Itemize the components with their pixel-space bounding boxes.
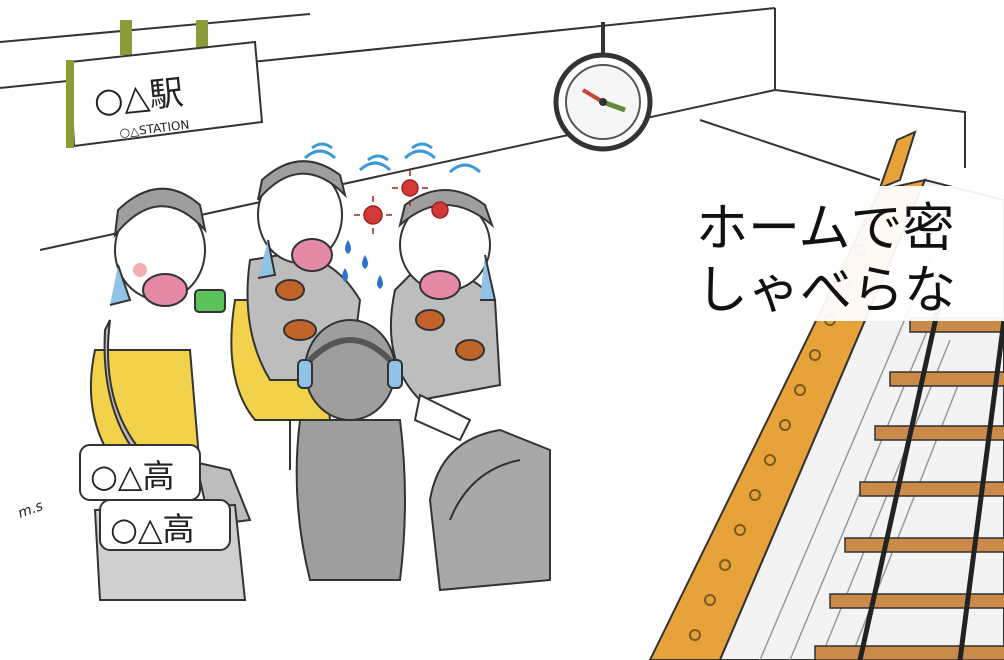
railway-track <box>814 299 1004 660</box>
artist-signature: m.s <box>16 498 45 522</box>
caption-line-1: ホームで密 <box>696 199 955 259</box>
droplet-icons <box>342 240 383 289</box>
virus-icon <box>354 170 449 234</box>
bag-right <box>428 428 551 592</box>
student-right <box>389 189 502 442</box>
bag-label-2: ○△高 <box>110 510 195 548</box>
chatter-lines <box>303 142 482 174</box>
student-back <box>295 319 406 581</box>
bag-label-1: ○△高 <box>90 457 175 495</box>
student-left <box>103 187 252 527</box>
station-sign-kanji: ○△駅 <box>92 73 186 122</box>
clock-icon <box>553 22 653 152</box>
caption-box: ホームで密 しゃべらな <box>682 186 1004 321</box>
headphones-icon <box>297 359 313 389</box>
station-sign: ○△駅 ○△STATION <box>66 20 264 148</box>
caption-line-2: しゃべらな <box>696 261 957 321</box>
bag-left-2: ○△高 <box>93 499 247 601</box>
phone-icon <box>194 289 226 313</box>
bag-left-1: ○△高 <box>79 444 201 501</box>
